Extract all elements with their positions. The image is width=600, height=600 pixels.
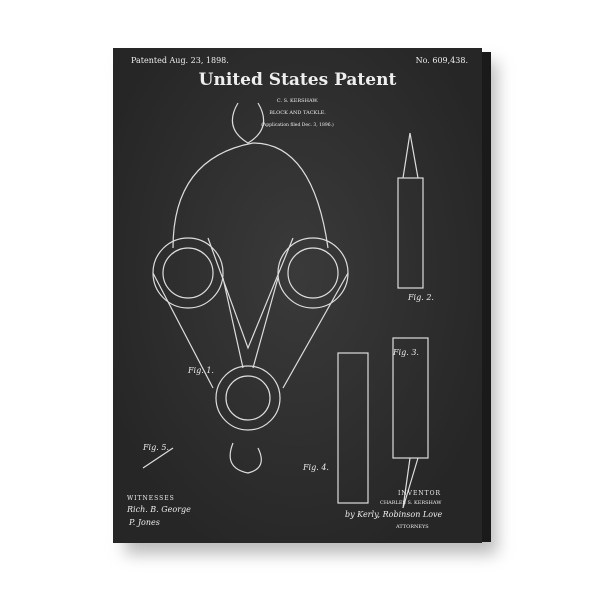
fig-5-label: Fig. 5. [143, 443, 169, 452]
fig-3-label: Fig. 3. [393, 348, 419, 357]
application-date: (Application filed Dec. 3, 1896.) [261, 123, 334, 128]
inventor-name: C. S. KERSHAW. [276, 98, 319, 104]
inventor-full-name: CHARLES S. KERSHAW [380, 500, 442, 506]
witnesses-label: WITNESSES [127, 495, 175, 502]
attorney-signature: by Kerly, Robinson Love [345, 510, 443, 519]
fig-4-label: Fig. 4. [303, 463, 329, 472]
patent-number: No. 609,438. [415, 56, 468, 65]
witness-signature-1: Rich. B. George [127, 505, 191, 514]
patent-title: United States Patent [198, 70, 397, 90]
patent-canvas-print: Patented Aug. 23, 1898. No. 609,438. Uni… [113, 48, 482, 543]
inventor-label: INVENTOR [398, 490, 442, 497]
fig-1-label: Fig. 1. [188, 366, 214, 375]
canvas-side [481, 52, 491, 542]
witness-signature-2: P. Jones [129, 518, 160, 527]
block-arc [172, 142, 329, 249]
invention-name: BLOCK AND TACKLE. [269, 110, 326, 116]
patent-drawing [142, 102, 429, 509]
fig-2-label: Fig. 2. [408, 293, 434, 302]
patent-date: Patented Aug. 23, 1898. [131, 56, 229, 65]
attorneys-label: ATTORNEYS [396, 524, 429, 530]
